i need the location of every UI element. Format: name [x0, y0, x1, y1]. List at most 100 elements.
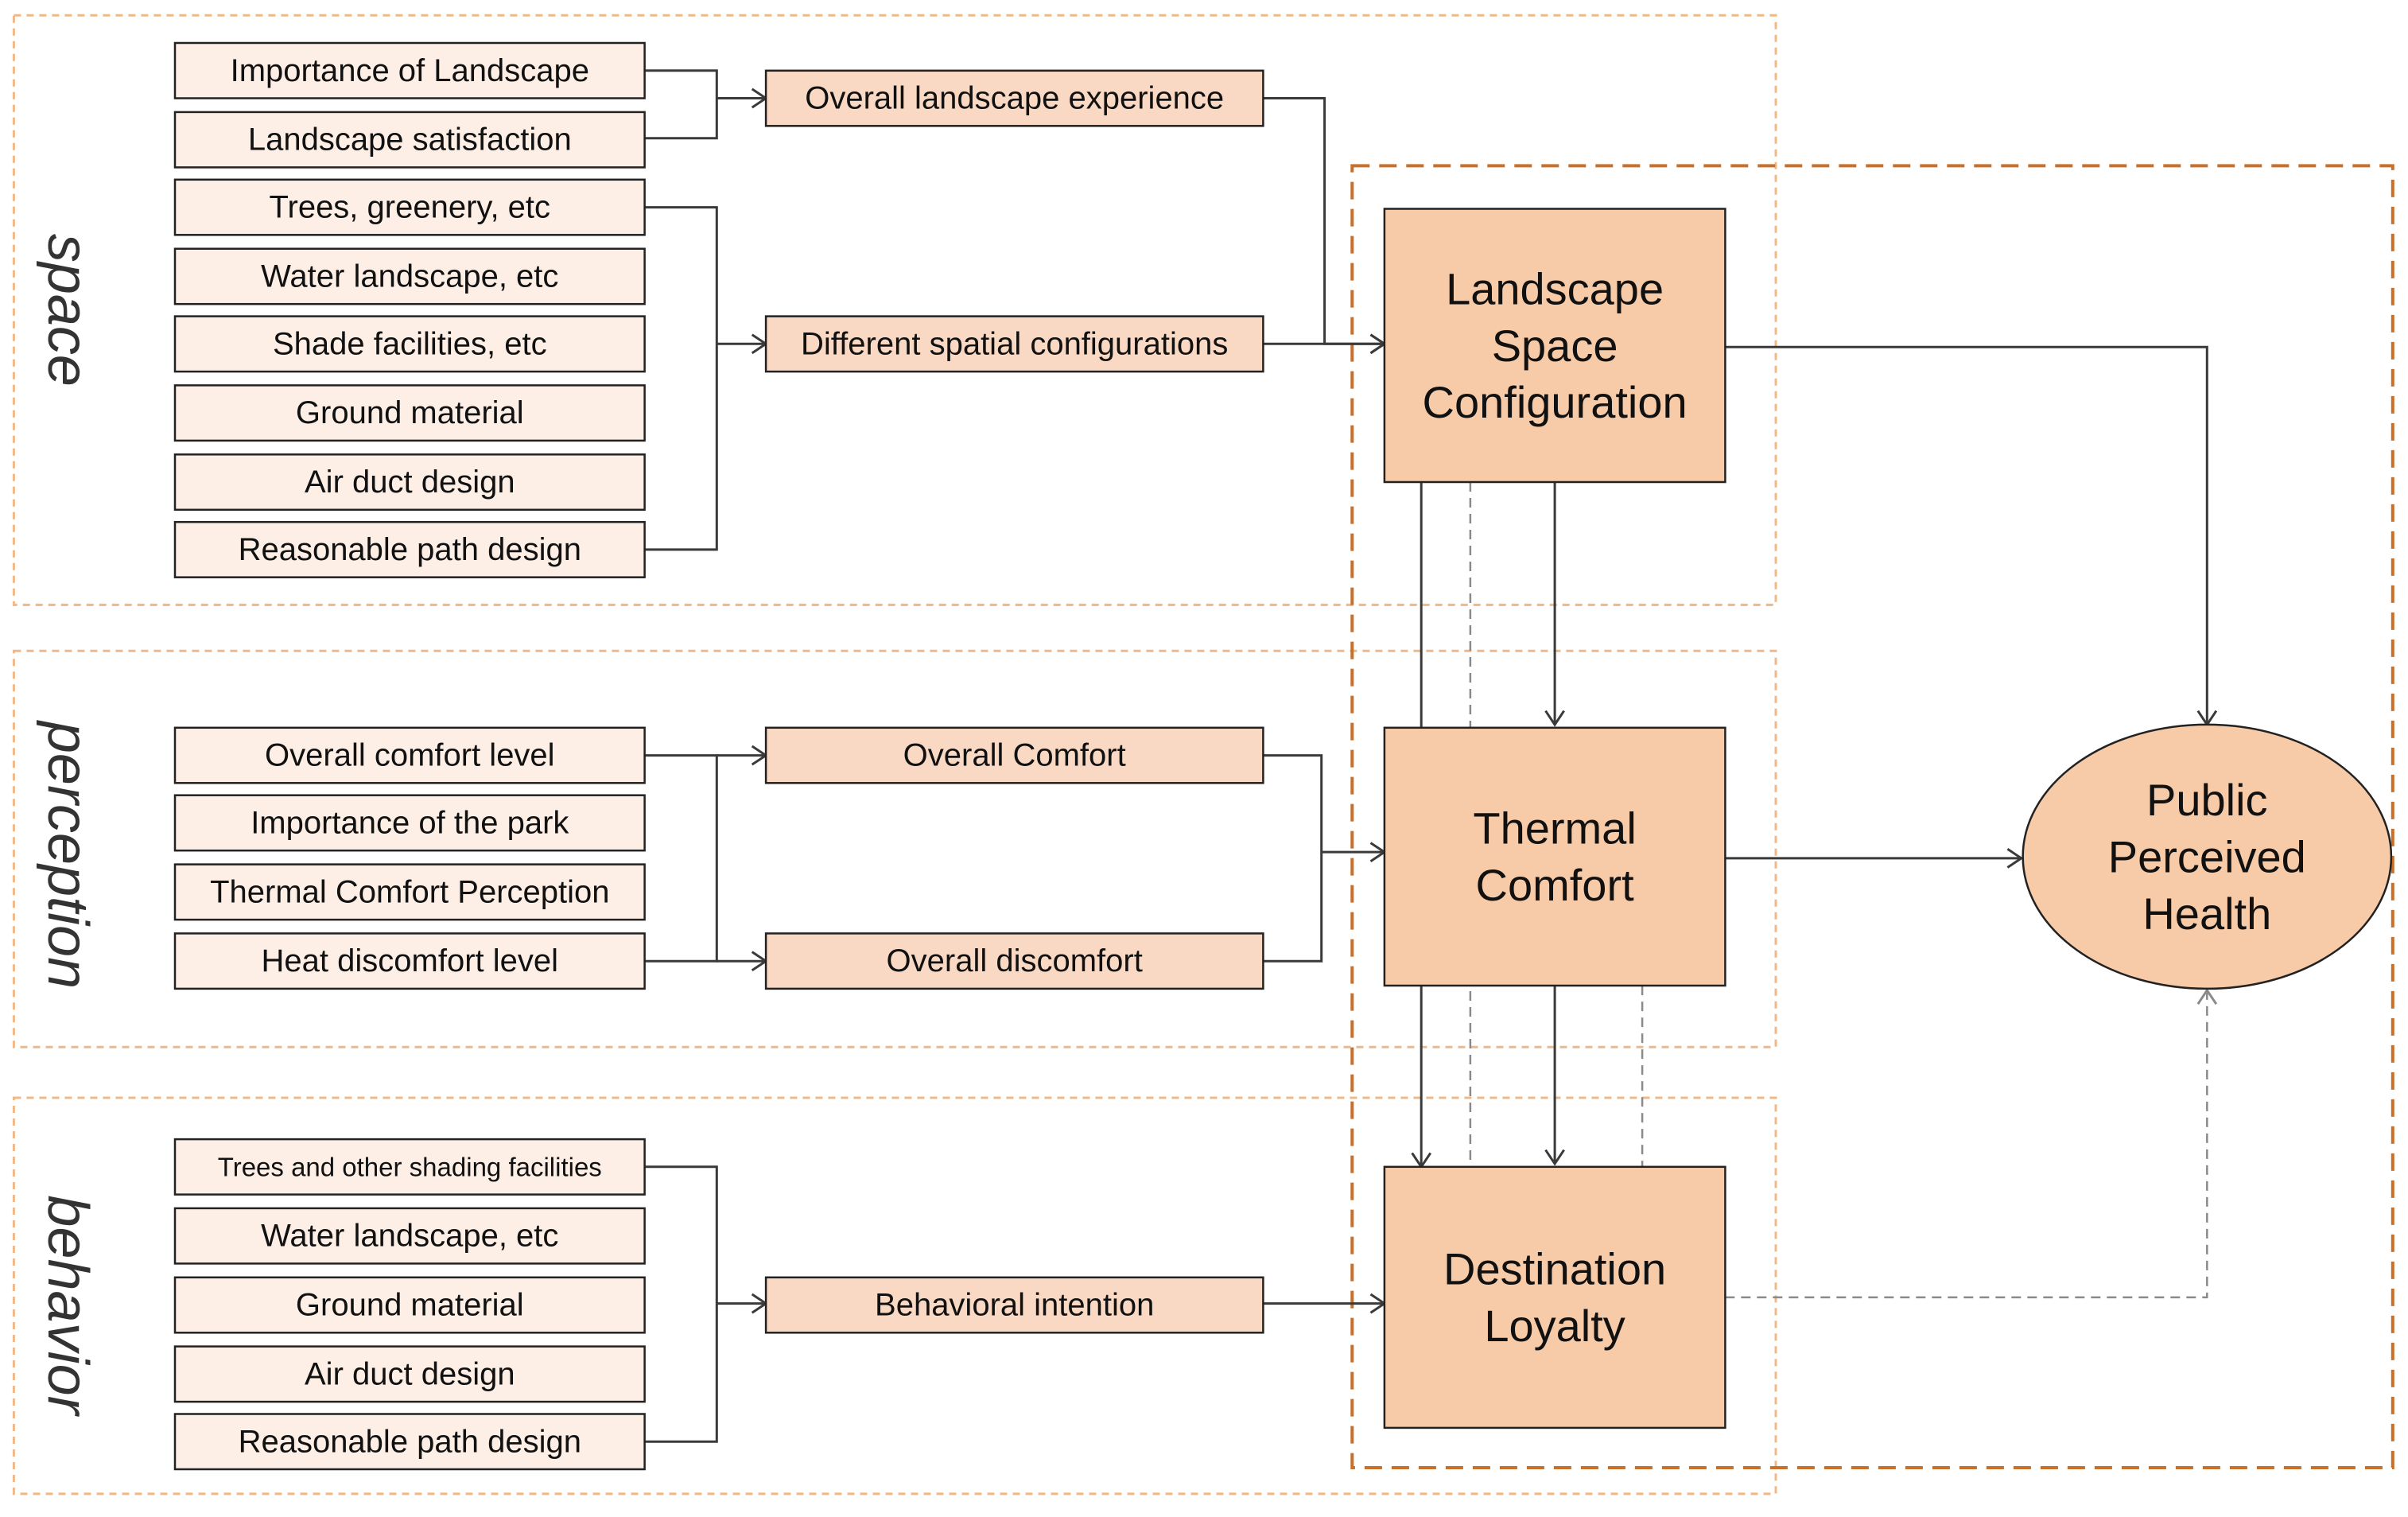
intermediate-overall-landscape-experience-frame: [764, 69, 1264, 127]
intermediate-overall-discomfort: Overall discomfort: [764, 932, 1264, 990]
space-item-air-duct-design-frame: [173, 453, 646, 512]
arrow-landscape-to-thermal-head: [1544, 710, 1565, 727]
behavior-item-trees-and-other-shading-facilities: Trees and other shading facilities: [173, 1138, 646, 1196]
behavior-item-air-duct-design-label: Air duct design: [305, 1356, 515, 1391]
bracket-space-configurations: [644, 206, 718, 551]
arrow-landscape-to-health: [1725, 345, 2208, 725]
behavior-item-reasonable-path-design: Reasonable path design: [173, 1413, 646, 1471]
perception-item-thermal-comfort-perception: Thermal Comfort Perception: [173, 863, 646, 921]
perception-item-importance-of-the-park: Importance of the park: [173, 794, 646, 852]
space-item-reasonable-path-design-frame: [173, 520, 646, 578]
construct-destination-loyalty-frame: [1383, 1165, 1726, 1429]
construct-landscape-space-configuration-line-3: Configuration: [1423, 377, 1688, 427]
perception-item-thermal-comfort-perception-label: Thermal Comfort Perception: [210, 874, 609, 909]
construct-thermal-comfort-line-2: Comfort: [1476, 860, 1635, 910]
construct-landscape-space-configuration-frame: [1383, 208, 1726, 484]
space-item-ground-material-frame: [173, 384, 646, 442]
perception-item-heat-discomfort-level-frame: [173, 932, 646, 990]
space-item-importance-of-landscape-frame: [173, 41, 646, 99]
section-label-behavior: behavior: [36, 1195, 99, 1417]
behavior-item-water-landscape-etc: Water landscape, etc: [173, 1207, 646, 1265]
space-item-shade-facilities-etc: Shade facilities, etc: [173, 315, 646, 373]
perception-item-overall-comfort-level-frame: [173, 726, 646, 784]
perception-item-overall-comfort-level: Overall comfort level: [173, 726, 646, 784]
intermediate-different-spatial-configurations: Different spatial configurations: [764, 315, 1264, 373]
behavior-item-water-landscape-etc-frame: [173, 1207, 646, 1265]
space-item-trees-greenery-etc-label: Trees, greenery, etc: [270, 190, 550, 225]
construct-thermal-comfort-line-1: Thermal: [1473, 803, 1636, 854]
construct-thermal-comfort-frame: [1383, 726, 1726, 987]
intermediate-overall-comfort-label: Overall Comfort: [903, 738, 1126, 773]
behavior-item-ground-material-frame: [173, 1276, 646, 1334]
section-label-space: space: [36, 234, 99, 387]
space-item-water-landscape-etc-label: Water landscape, etc: [261, 259, 558, 294]
perception-item-importance-of-the-park-label: Importance of the park: [251, 806, 569, 841]
bracket-behavior: [644, 1165, 718, 1443]
behavior-item-water-landscape-etc-label: Water landscape, etc: [261, 1219, 558, 1254]
intermediate-different-spatial-configurations-frame: [764, 315, 1264, 373]
behavior-item-trees-and-other-shading-facilities-frame: [173, 1138, 646, 1196]
model-boundary: [1350, 164, 2394, 1469]
behavior-item-ground-material: Ground material: [173, 1276, 646, 1334]
space-item-ground-material-label: Ground material: [296, 395, 524, 430]
arrow-experience-to-landscape: [1263, 97, 1385, 345]
construct-public-perceived-health-frame: [2022, 723, 2393, 990]
behavior-item-reasonable-path-design-frame: [173, 1413, 646, 1471]
intermediate-behavioral-intention: Behavioral intention: [764, 1276, 1264, 1334]
construct-landscape-space-configuration-line-1: Landscape: [1446, 263, 1664, 313]
behavior-item-ground-material-label: Ground material: [296, 1288, 524, 1323]
space-item-trees-greenery-etc: Trees, greenery, etc: [173, 178, 646, 236]
space-item-reasonable-path-design: Reasonable path design: [173, 520, 646, 578]
section-label-perception: perception: [36, 720, 99, 989]
construct-destination-loyalty-line-1: Destination: [1443, 1244, 1666, 1294]
behavior-item-reasonable-path-design-label: Reasonable path design: [239, 1424, 581, 1459]
space-item-ground-material: Ground material: [173, 384, 646, 442]
construct-landscape-space-configuration-line-2: Space: [1492, 321, 1618, 371]
arrow-thermal-to-loyalty-head: [1544, 1149, 1565, 1166]
perception-item-heat-discomfort-level: Heat discomfort level: [173, 932, 646, 990]
intermediate-overall-discomfort-label: Overall discomfort: [887, 943, 1143, 978]
bracket-space-experience: [644, 69, 718, 140]
space-item-importance-of-landscape-label: Importance of Landscape: [231, 53, 589, 88]
behavior-item-air-duct-design-frame: [173, 1345, 646, 1403]
intermediate-behavioral-intention-frame: [764, 1276, 1264, 1334]
perception-item-importance-of-the-park-frame: [173, 794, 646, 852]
bracket-comfort-merge: [1263, 754, 1323, 963]
intermediate-overall-landscape-experience: Overall landscape experience: [764, 69, 1264, 127]
space-item-landscape-satisfaction: Landscape satisfaction: [173, 111, 646, 169]
space-item-landscape-satisfaction-label: Landscape satisfaction: [248, 123, 572, 158]
construct-destination-loyalty-line-2: Loyalty: [1484, 1301, 1625, 1351]
arrow-thermal-to-health-head: [2006, 848, 2024, 869]
intermediate-different-spatial-configurations-label: Different spatial configurations: [801, 326, 1228, 361]
construct-public-perceived-health-line-3: Health: [2142, 889, 2271, 939]
space-item-air-duct-design-label: Air duct design: [305, 465, 515, 500]
space-item-landscape-satisfaction-frame: [173, 111, 646, 169]
behavior-item-air-duct-design: Air duct design: [173, 1345, 646, 1403]
space-item-shade-facilities-etc-frame: [173, 315, 646, 373]
construct-public-perceived-health-line-1: Public: [2146, 775, 2268, 825]
space-item-water-landscape-etc: Water landscape, etc: [173, 247, 646, 305]
space-item-water-landscape-etc-frame: [173, 247, 646, 305]
space-item-reasonable-path-design-label: Reasonable path design: [239, 532, 581, 567]
space-item-air-duct-design: Air duct design: [173, 453, 646, 512]
bracket-perception: [644, 754, 718, 963]
perception-item-overall-comfort-level-label: Overall comfort level: [265, 738, 555, 773]
space-item-shade-facilities-etc-label: Shade facilities, etc: [273, 326, 547, 361]
intermediate-overall-comfort: Overall Comfort: [764, 726, 1264, 784]
dashed-loyalty-to-health: [1725, 990, 2208, 1299]
intermediate-overall-landscape-experience-label: Overall landscape experience: [805, 81, 1224, 116]
perception-item-heat-discomfort-level-label: Heat discomfort level: [262, 943, 558, 978]
intermediate-behavioral-intention-label: Behavioral intention: [875, 1288, 1154, 1323]
dashed-loyalty-to-health-head: [2196, 988, 2218, 1005]
intermediate-overall-comfort-frame: [764, 726, 1264, 784]
space-item-importance-of-landscape: Importance of Landscape: [173, 41, 646, 99]
perception-item-thermal-comfort-perception-frame: [173, 863, 646, 921]
perception-section: [12, 649, 1777, 1048]
intermediate-overall-discomfort-frame: [764, 932, 1264, 990]
construct-public-perceived-health-line-2: Perceived: [2108, 831, 2306, 881]
